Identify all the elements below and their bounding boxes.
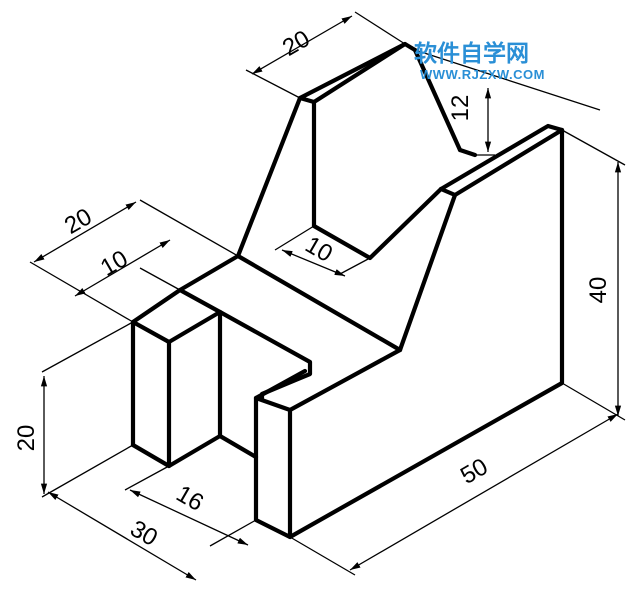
- extension-lines: [29, 11, 626, 576]
- dimension-lines: [33, 15, 622, 581]
- dim-slot-depth: 12: [447, 95, 474, 122]
- watermark-logo: 软件自学网 WWW.RJZXW.COM: [414, 40, 545, 82]
- dim-front-block-width: 20: [60, 203, 97, 240]
- watermark-site-name: 软件自学网: [414, 40, 529, 67]
- dim-left-height: 20: [13, 425, 40, 452]
- dim-front-block-inner: 10: [96, 245, 133, 282]
- dim-total-height: 40: [585, 277, 612, 304]
- dim-total-length: 50: [456, 453, 493, 490]
- watermark-site-url: WWW.RJZXW.COM: [420, 67, 545, 82]
- object-outline: [130, 41, 565, 540]
- dim-total-depth: 30: [125, 515, 162, 552]
